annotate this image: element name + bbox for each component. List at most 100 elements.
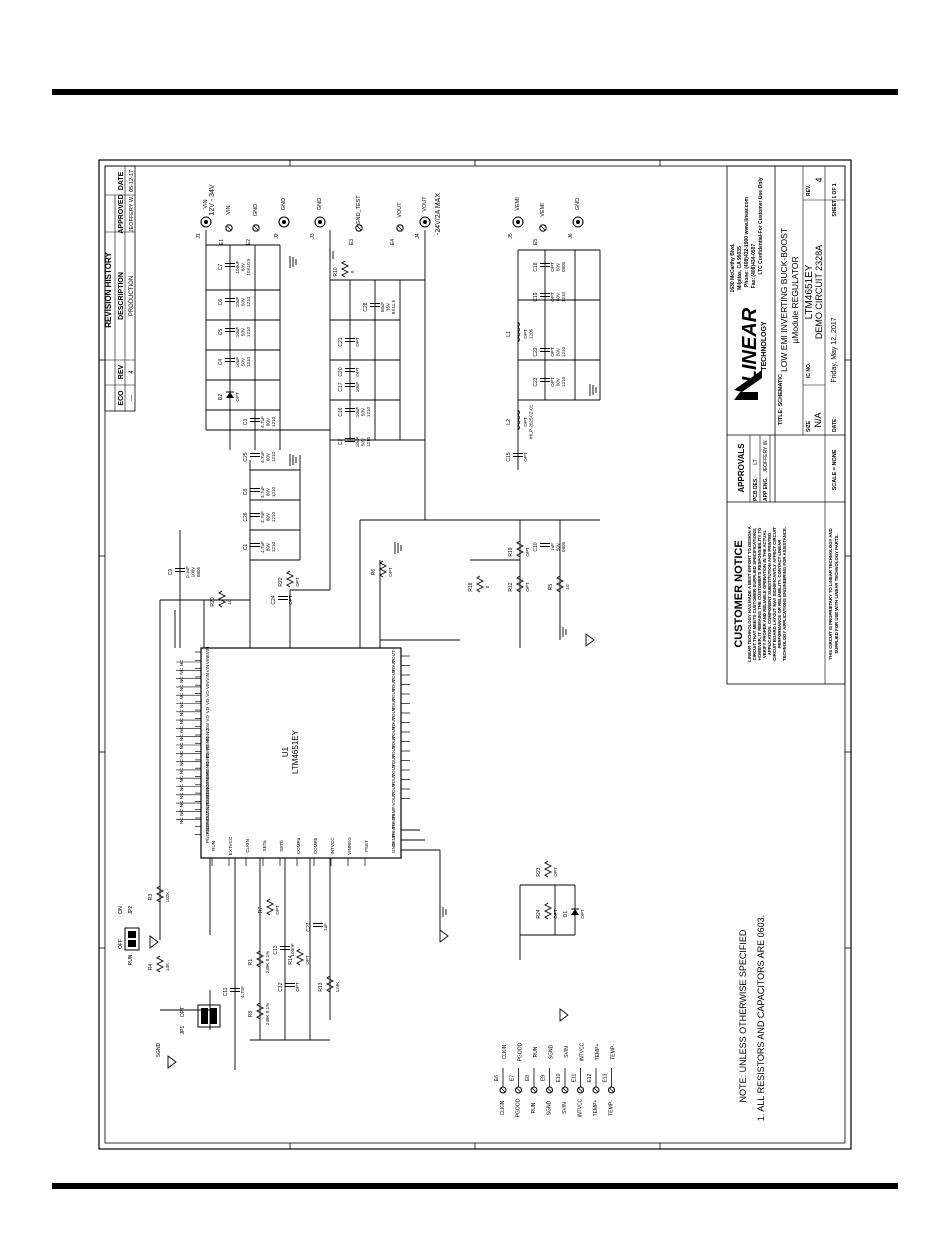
- turret-net: PGOOD: [518, 1042, 524, 1061]
- component-ref: R14: [288, 955, 294, 964]
- component-ref: C20: [338, 367, 344, 376]
- component-ref: D1: [563, 911, 569, 918]
- u1-pin-label: SW: [205, 722, 210, 730]
- u1-top-pin-label: VINREG: [347, 837, 352, 855]
- u1-top-pin-label: COMPa: [296, 837, 301, 854]
- turret-label: CLKIN: [500, 1100, 506, 1115]
- sheet-value: SHEET 1 OF 1: [832, 183, 838, 217]
- component-value: IHLP-2525CZ-01: [529, 404, 534, 439]
- connector-ref: E1: [219, 239, 225, 245]
- component-value: 8X11.5: [391, 299, 396, 314]
- component-ref: C4: [218, 359, 224, 366]
- connector-label: VOUT: [422, 196, 428, 212]
- component-ref: C8: [243, 489, 249, 496]
- component-value: 4.7uF: [260, 486, 265, 498]
- component-ref: L1: [506, 331, 512, 337]
- component-value: OPT: [580, 909, 585, 919]
- connector-ref: J2: [274, 233, 280, 239]
- u1-module: U1 LTM4651EY SVINVINVINVINVINVDVDVDVDSWP…: [176, 647, 410, 866]
- company-address-0: 1630 McCarthy Blvd.: [730, 243, 736, 293]
- u1-right-pins: TEMP-TEMP+TEMP+TEMP-GND: [391, 804, 396, 853]
- component-d1: D1 OPT: [563, 908, 585, 919]
- component-ref: R3: [148, 894, 154, 901]
- connector-label: GND: [317, 198, 323, 210]
- frame-ticks: [99, 160, 851, 1149]
- note-line-1: 1. ALL RESISTORS AND CAPACITORS ARE 0603…: [756, 915, 766, 1121]
- component-value: 1210: [366, 436, 371, 447]
- notice-line-7: TECHNOLOGY APPLICATIONS ENGINEERING FOR …: [782, 527, 787, 661]
- u1-ref: U1: [281, 746, 290, 757]
- u1-pin-label: SVIN: [205, 647, 210, 658]
- u1-nc-label: NC: [179, 734, 184, 741]
- component-value: OPT: [553, 867, 558, 877]
- component-value: 124K: [335, 981, 340, 993]
- u1-vout-label: VOUT-: [391, 706, 396, 721]
- notice-line-4: APPLICATION. COMPONENT SUBSTITUTION AND …: [767, 533, 772, 655]
- u1-left-pins: SVINVINVINVINVINVDVDVDVDSWPGNDPGNDPGNDPG…: [195, 647, 210, 843]
- jp2-ref: JP2: [128, 905, 134, 914]
- rev-value: 4: [814, 177, 824, 182]
- u1-nc-label: NC: [179, 742, 184, 749]
- u1-pin-label: VD: [205, 690, 210, 697]
- component-ref: C6: [218, 299, 224, 306]
- component-value: OPT: [355, 367, 360, 377]
- component-ref: C27: [306, 922, 312, 931]
- u1-pin-label: PGND: [205, 736, 210, 750]
- ic-value: LTM4651EY: [804, 264, 815, 319]
- component-value: 56uF: [380, 302, 385, 313]
- component-value: 50V: [556, 262, 561, 271]
- u1-nc-label: NC: [179, 676, 184, 683]
- component-value: OPT: [525, 547, 530, 557]
- component-value: OPT: [305, 955, 310, 965]
- component-ref: R5: [548, 584, 554, 591]
- revision-col-eco: ECO: [118, 390, 125, 406]
- component-value: 80V: [266, 542, 271, 551]
- notice-line-6: PERFORMANCE OR RELIABILITY. CONTACT LINE…: [777, 539, 782, 649]
- component-ref: R18: [468, 582, 474, 591]
- turret-net: SVIN: [564, 1046, 570, 1058]
- jp2-off: OFF: [118, 939, 124, 949]
- u1-pin-label: VIN: [205, 673, 210, 681]
- component-value: 35V: [386, 302, 391, 311]
- component-value: 50V: [556, 377, 561, 386]
- component-ref: R20: [210, 597, 216, 606]
- u1-nc-label: NC: [179, 808, 184, 815]
- title-label: TITLE: SCHEMATIC: [778, 374, 784, 425]
- component-value: 4.7nF: [240, 986, 245, 998]
- u1-nc-label: NC: [179, 701, 184, 708]
- u1-top-pin-label: CLKIN: [245, 839, 250, 853]
- u1-pin-label: SVOUT-: [205, 801, 210, 819]
- connector-label: VEMI: [540, 203, 546, 217]
- revision-col-description: DESCRIPTION: [118, 272, 125, 320]
- u1-pin-label: VIN: [205, 665, 210, 673]
- component-value: 10uF: [355, 382, 360, 393]
- u1-vout-label: VOUT-: [391, 753, 396, 768]
- proprietary-line-1: SUPPLIED FOR USE WITH LINEAR TECHNOLOGY …: [834, 534, 839, 653]
- u1-nc-label: NC: [179, 759, 184, 766]
- u1-nc-label: NC: [179, 659, 184, 666]
- u1-nc-label: NC: [179, 767, 184, 774]
- revision-col-approved: APPROVED: [118, 194, 125, 233]
- u1-vout-label: VOUT-: [391, 668, 396, 683]
